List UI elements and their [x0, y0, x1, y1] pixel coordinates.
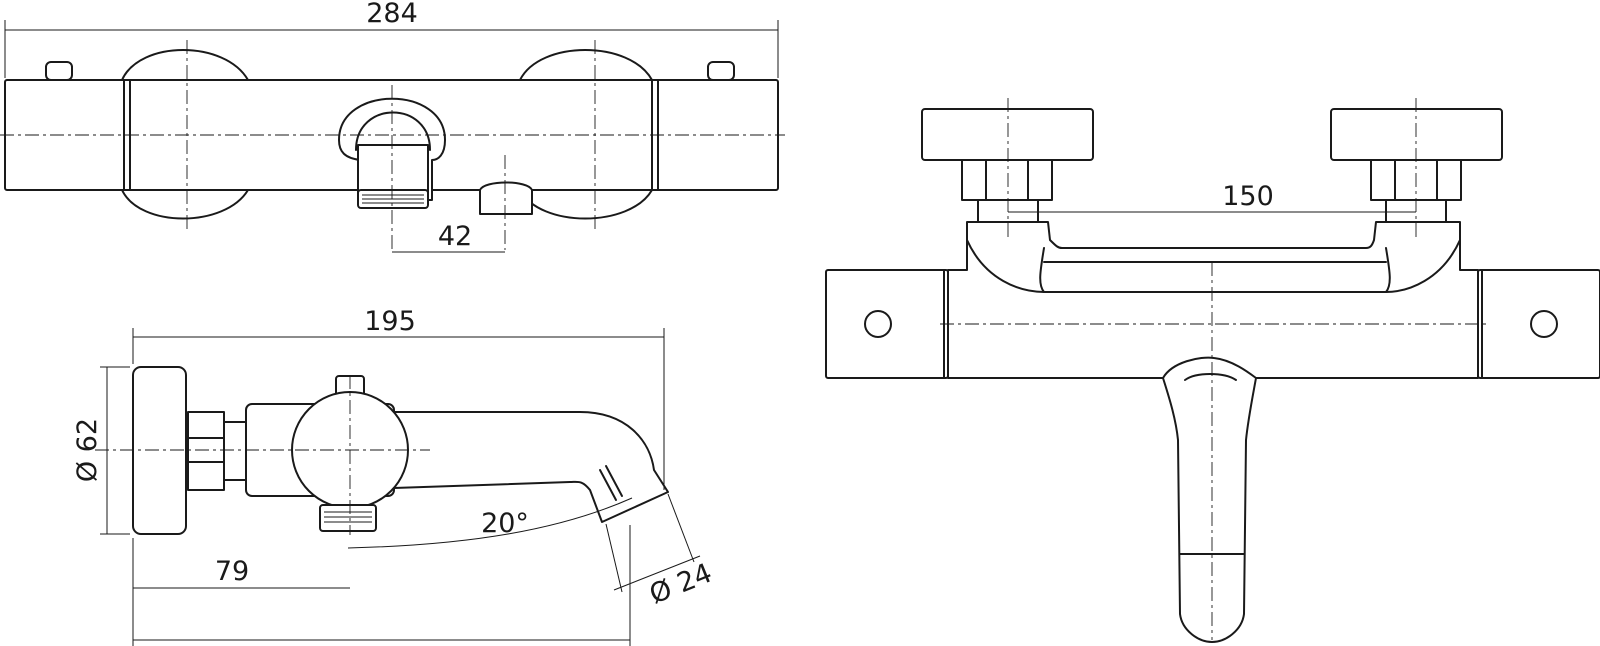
dim-inlet-spacing: 150: [1222, 181, 1274, 212]
dim-outlet-offset: 42: [438, 221, 472, 252]
side-hex-nut: [187, 411, 225, 491]
dim-handle-diameter: Ø 62: [72, 418, 103, 482]
top-diverter: [479, 181, 533, 215]
front-right-screw-hole: [1530, 310, 1558, 338]
front-left-screw-hole: [864, 310, 892, 338]
dim-depth-overall: 195: [364, 306, 416, 337]
front-left-cap: [921, 108, 1094, 161]
front-body: [947, 221, 1479, 379]
front-right-cap: [1330, 108, 1503, 161]
dim-width-overall: 284: [366, 0, 418, 29]
side-bottom-diverter: [319, 504, 377, 532]
right-rosette-top: [519, 49, 653, 81]
dim-spout-diameter: Ø 24: [645, 558, 716, 611]
dim-spout-angle: 20°: [481, 508, 529, 539]
left-rosette-top: [121, 49, 249, 81]
dim-center-depth: 79: [215, 556, 249, 587]
right-pin: [707, 61, 735, 81]
left-rosette-bottom: [121, 189, 249, 220]
side-spout: [393, 411, 669, 523]
top-view: 284 42: [0, 0, 785, 253]
side-handle: [132, 366, 187, 535]
right-rosette-bottom: [519, 189, 653, 220]
left-pin: [45, 61, 73, 81]
side-view: 195 Ø 62 79 20° Ø 24: [72, 306, 716, 646]
front-view: 150: [825, 98, 1600, 643]
front-spout: [1162, 356, 1257, 643]
side-connector: [223, 421, 247, 481]
front-left-nut: [961, 159, 1053, 201]
